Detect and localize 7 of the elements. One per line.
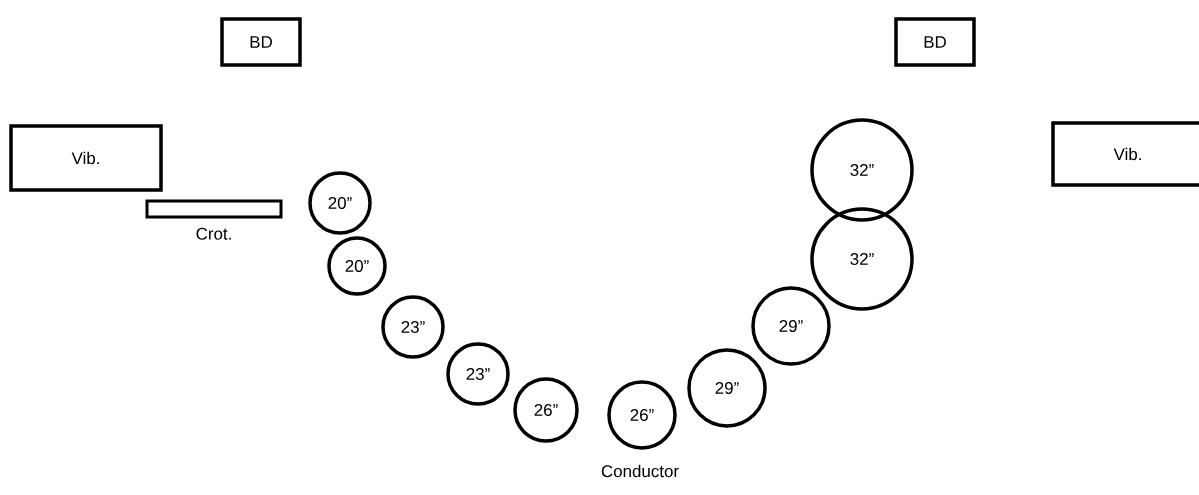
node-label: Crot. bbox=[196, 227, 231, 240]
instrument-box: BD bbox=[894, 17, 976, 67]
instrument-box: Vib. bbox=[1051, 121, 1199, 187]
position-label: Conductor bbox=[601, 464, 679, 478]
instrument-bar: Crot. bbox=[145, 199, 283, 240]
instrument-box: Vib. bbox=[9, 124, 163, 192]
instrument-box: BD bbox=[220, 17, 302, 67]
